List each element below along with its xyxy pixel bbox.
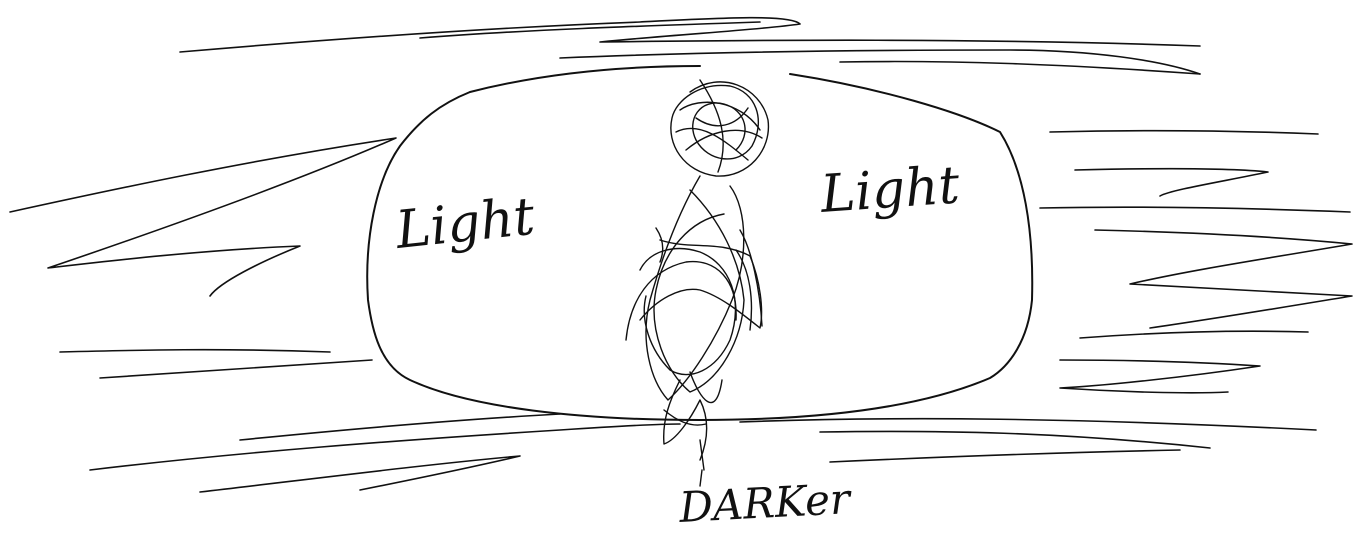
- darker-label: DARKer: [677, 474, 854, 532]
- light-label-left: Light: [392, 187, 537, 261]
- light-label-right: Light: [818, 155, 962, 225]
